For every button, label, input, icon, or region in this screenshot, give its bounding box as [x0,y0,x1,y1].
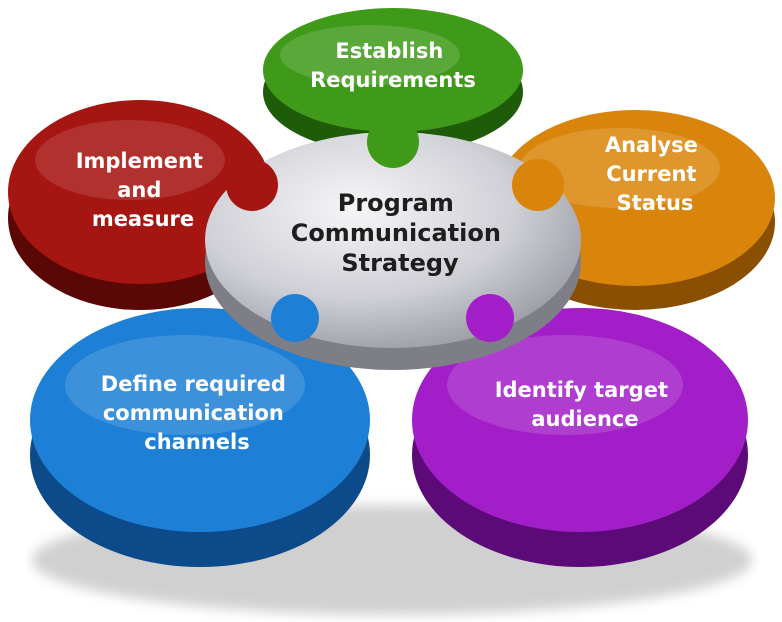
center-disc [205,132,581,348]
petal-implement-label: Implement and measure [76,149,211,231]
petal-establish: Establish Requirements [263,8,523,154]
center-knob-bottom-right [466,294,514,342]
petal-identify-label: Identify target audience [495,378,676,431]
petal-identify-disc [412,308,748,532]
petal-analyse-label: Analyse Current Status [605,133,705,215]
petal-establish-label: Establish Requirements [310,39,476,92]
center-label: Program Communication Strategy [291,189,510,277]
petal-define-disc [30,308,370,532]
center-knob-right [512,159,564,211]
petal-define: Define required communication channels [30,308,370,567]
petal-implement: Implement and measure [8,100,272,310]
petal-establish-disc [263,8,523,132]
petal-identify: Identify target audience [412,308,748,567]
center-knob-bottom-left [271,294,319,342]
petal-define-label: Define required communication channels [101,372,293,454]
center-knob-left [226,159,278,211]
center-piece: Program Communication Strategy [205,116,581,370]
center-knob-top [367,116,419,168]
